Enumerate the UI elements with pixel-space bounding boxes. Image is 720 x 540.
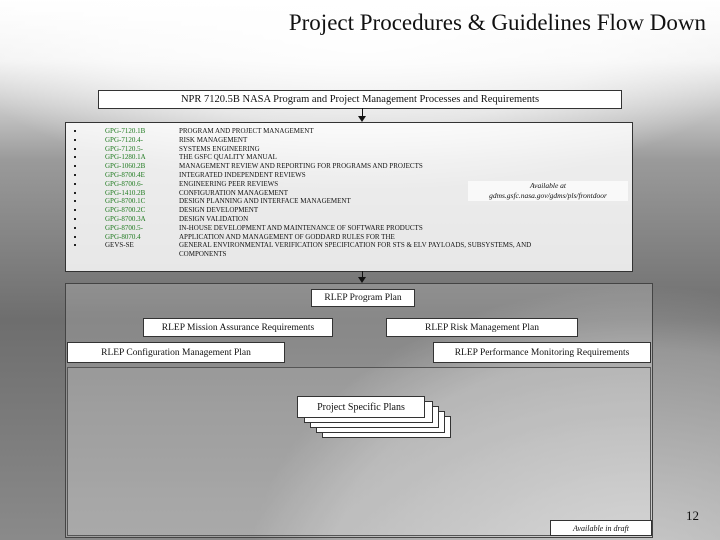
connector-docs-program <box>362 271 363 279</box>
bullet-icon <box>74 235 76 238</box>
program-plan-box: RLEP Program Plan <box>311 289 415 307</box>
bullet-icon <box>74 209 76 212</box>
document-description: DESIGN PLANNING AND INTERFACE MANAGEMENT <box>179 197 351 206</box>
document-link[interactable]: GPG-8700.5- <box>105 223 143 232</box>
availability-label: Available at <box>529 181 567 190</box>
document-description: GENERAL ENVIRONMENTAL VERIFICATION SPECI… <box>179 241 532 250</box>
document-description: DESIGN DEVELOPMENT <box>179 206 259 215</box>
document-link[interactable]: GPG-8700.3A <box>105 214 146 223</box>
bullet-icon <box>74 130 76 132</box>
npr-box: NPR 7120.5B NASA Program and Project Man… <box>98 90 622 109</box>
document-description: RISK MANAGEMENT <box>179 135 248 144</box>
bullet-icon <box>74 200 76 203</box>
document-description: ENGINEERING PEER REVIEWS <box>179 179 279 188</box>
program-plan-label: RLEP Program Plan <box>324 293 402 303</box>
availability-note: Available at gdms.gsfc.nasa.gov/gdms/pls… <box>468 181 628 201</box>
bullet-icon <box>74 217 76 220</box>
bullet-icon <box>74 147 76 150</box>
bullet-icon <box>74 191 76 194</box>
document-link[interactable]: GPG-8700.1C <box>105 197 146 206</box>
performance-monitoring-label: RLEP Performance Monitoring Requirements <box>454 347 630 358</box>
document-description: DESIGN VALIDATION <box>179 214 249 223</box>
document-link[interactable]: GPG-7120.1B <box>105 127 146 135</box>
bullet-icon <box>74 244 76 247</box>
bullet-icon <box>74 156 76 159</box>
document-description: IN-HOUSE DEVELOPMENT AND MAINTENANCE OF … <box>179 223 423 232</box>
document-link[interactable]: GPG-7120.5- <box>105 144 143 153</box>
risk-management-label: RLEP Risk Management Plan <box>425 322 539 333</box>
document-description: APPLICATION AND MANAGEMENT OF GODDARD RU… <box>179 232 395 241</box>
document-description: INTEGRATED INDEPENDENT REVIEWS <box>179 170 306 179</box>
bullet-icon <box>74 182 76 185</box>
page-number: 12 <box>686 508 699 523</box>
document-link[interactable]: GPG-8700.4E <box>105 170 145 179</box>
document-link[interactable]: GPG-1410.2B <box>105 188 146 197</box>
document-link[interactable]: GPG-1280.1A <box>105 153 146 162</box>
document-description: PROGRAM AND PROJECT MANAGEMENT <box>179 127 314 135</box>
draft-legend: Available in draft <box>550 520 652 536</box>
document-id: GEVS-SE <box>105 241 134 250</box>
document-link[interactable]: GPG-8070.4 <box>105 232 141 241</box>
connector-npr-docs <box>362 108 363 118</box>
bullet-icon <box>74 165 76 168</box>
risk-management-box: RLEP Risk Management Plan <box>386 318 578 337</box>
document-link[interactable]: GPG-1060.2B <box>105 162 146 171</box>
document-description: THE GSFC QUALITY MANUAL <box>179 153 277 162</box>
arrow-head-docs-program <box>358 277 366 283</box>
document-link[interactable]: GPG-8700.6- <box>105 179 143 188</box>
project-plan-panel <box>67 367 651 536</box>
config-management-label: RLEP Configuration Management Plan <box>101 347 251 358</box>
slide-title: Project Procedures & Guidelines Flow Dow… <box>288 10 706 35</box>
document-link[interactable]: GPG-8700.2C <box>105 206 146 215</box>
bullet-icon <box>74 226 76 229</box>
bullet-icon <box>74 173 76 176</box>
arrow-head-npr-docs <box>358 116 366 122</box>
config-management-box: RLEP Configuration Management Plan <box>67 342 285 363</box>
document-description: MANAGEMENT REVIEW AND REPORTING FOR PROG… <box>179 162 423 171</box>
mission-assurance-box: RLEP Mission Assurance Requirements <box>143 318 333 337</box>
document-description: CONFIGURATION MANAGEMENT <box>179 188 289 197</box>
performance-monitoring-box: RLEP Performance Monitoring Requirements <box>433 342 651 363</box>
project-plans-box: Project Specific Plans <box>297 396 425 418</box>
document-link[interactable]: GPG-7120.4- <box>105 135 143 144</box>
draft-legend-label: Available in draft <box>573 523 629 533</box>
project-plans-label: Project Specific Plans <box>317 401 405 413</box>
document-description-continuation: COMPONENTS <box>179 250 227 259</box>
bullet-icon <box>74 138 76 141</box>
mission-assurance-label: RLEP Mission Assurance Requirements <box>161 322 315 333</box>
availability-url[interactable]: gdms.gsfc.nasa.gov/gdms/pls/frontdoor <box>489 191 607 200</box>
document-description: SYSTEMS ENGINEERING <box>179 144 260 153</box>
npr-box-label: NPR 7120.5B NASA Program and Project Man… <box>180 94 540 105</box>
